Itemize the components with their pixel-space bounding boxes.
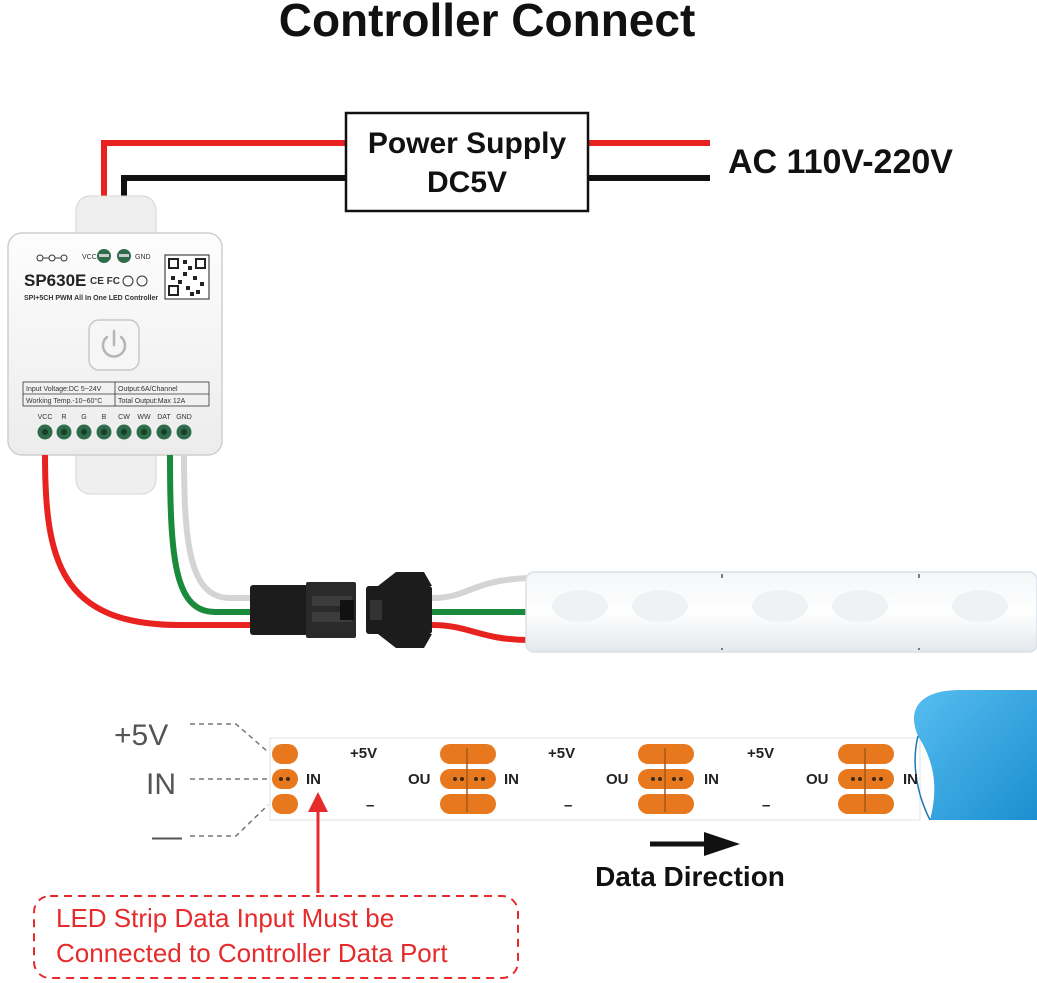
pad-label-in-1: IN xyxy=(306,771,321,788)
controller-subtitle: SPI+5CH PWM All In One LED Controller xyxy=(24,295,158,302)
top-pin-gnd-label: GND xyxy=(135,254,151,261)
pad-label-out-2: OU xyxy=(606,771,629,788)
pad-label-plus-2: +5V xyxy=(548,745,575,762)
controller-cert-marks: CE FC xyxy=(90,276,120,287)
adhesive-tape xyxy=(914,690,1037,820)
pin-label-gnd: GND xyxy=(176,414,192,421)
pin-label-ww: WW xyxy=(137,414,151,421)
flat-strip: +5V +5V +5V IN OU IN OU IN OU IN – – – xyxy=(269,690,1037,821)
pin-row: VCC R G B CW WW DAT GND xyxy=(37,414,192,440)
data-direction-label: Data Direction xyxy=(595,861,785,892)
pad-group-4 xyxy=(838,744,894,814)
white-wire-out xyxy=(181,454,252,601)
qr-code-icon xyxy=(164,254,210,300)
power-supply-box: Power Supply DC5V xyxy=(344,111,590,213)
pin-label-dat: DAT xyxy=(157,414,171,421)
top-terminal-vcc xyxy=(97,249,111,263)
output-wires xyxy=(42,454,252,628)
pin-label-r: R xyxy=(61,414,66,421)
warning-note-line1: LED Strip Data Input Must be xyxy=(56,903,394,933)
power-supply-line1: Power Supply xyxy=(368,127,567,160)
pin-label-b: B xyxy=(102,414,107,421)
led-strip-tube xyxy=(525,571,1037,653)
dc-polarity-icon xyxy=(36,254,68,262)
pad-label-in-2: IN xyxy=(504,771,519,788)
spec-output-channel: Output:6A/Channel xyxy=(118,386,178,393)
pin-label-g: G xyxy=(81,414,86,421)
side-labels: +5V IN — xyxy=(114,719,269,853)
pad-label-in-3: IN xyxy=(704,771,719,788)
spec-total-output: Total Output:Max 12A xyxy=(118,398,186,405)
spec-working-temp: Working Temp.-10~60°C xyxy=(26,397,102,405)
pad-label-plus-3: +5V xyxy=(747,745,774,762)
pad-label-in-4: IN xyxy=(903,771,918,788)
female-connector xyxy=(250,582,356,638)
side-label-in: IN xyxy=(146,768,176,801)
strip-lead-wires xyxy=(431,575,531,643)
side-label-minus: — xyxy=(152,820,182,853)
pad-label-plus-1: +5V xyxy=(350,745,377,762)
white-lead xyxy=(431,575,531,601)
warning-note-line2: Connected to Controller Data Port xyxy=(56,938,448,968)
red-lead xyxy=(431,622,531,643)
red-wire-out xyxy=(42,454,252,628)
controller: VCC GND xyxy=(7,195,223,495)
pad-group-3 xyxy=(638,744,694,814)
pin-label-vcc: VCC xyxy=(38,414,53,421)
spec-input-voltage: Input Voltage:DC 5~24V xyxy=(26,386,102,393)
pad-label-minus-1: – xyxy=(366,797,374,814)
data-direction-arrow xyxy=(650,832,740,856)
callout-arrow xyxy=(308,792,328,893)
power-supply-line2: DC5V xyxy=(427,166,507,199)
male-connector xyxy=(366,572,432,648)
pin-label-cw: CW xyxy=(118,414,130,421)
black-wire-top xyxy=(121,175,346,228)
side-label-plus: +5V xyxy=(114,719,168,752)
top-pin-vcc-label: VCC xyxy=(82,254,97,261)
recycle-icon xyxy=(122,275,148,287)
pad-group-1 xyxy=(272,744,298,814)
top-terminal-gnd xyxy=(117,249,131,263)
pad-label-minus-2: – xyxy=(564,797,572,814)
pad-label-out-1: OU xyxy=(408,771,431,788)
pad-group-2 xyxy=(440,744,496,814)
page-title: Controller Connect xyxy=(279,0,696,46)
green-wire-out xyxy=(167,454,252,615)
pad-label-minus-3: – xyxy=(762,797,770,814)
warning-note: LED Strip Data Input Must be Connected t… xyxy=(33,895,519,979)
ac-input-label: AC 110V-220V xyxy=(728,143,953,181)
power-icon xyxy=(101,329,127,358)
pad-label-out-3: OU xyxy=(806,771,829,788)
spec-table: Input Voltage:DC 5~24V Output:6A/Channel… xyxy=(22,381,210,407)
controller-model: SP630E xyxy=(24,271,86,290)
